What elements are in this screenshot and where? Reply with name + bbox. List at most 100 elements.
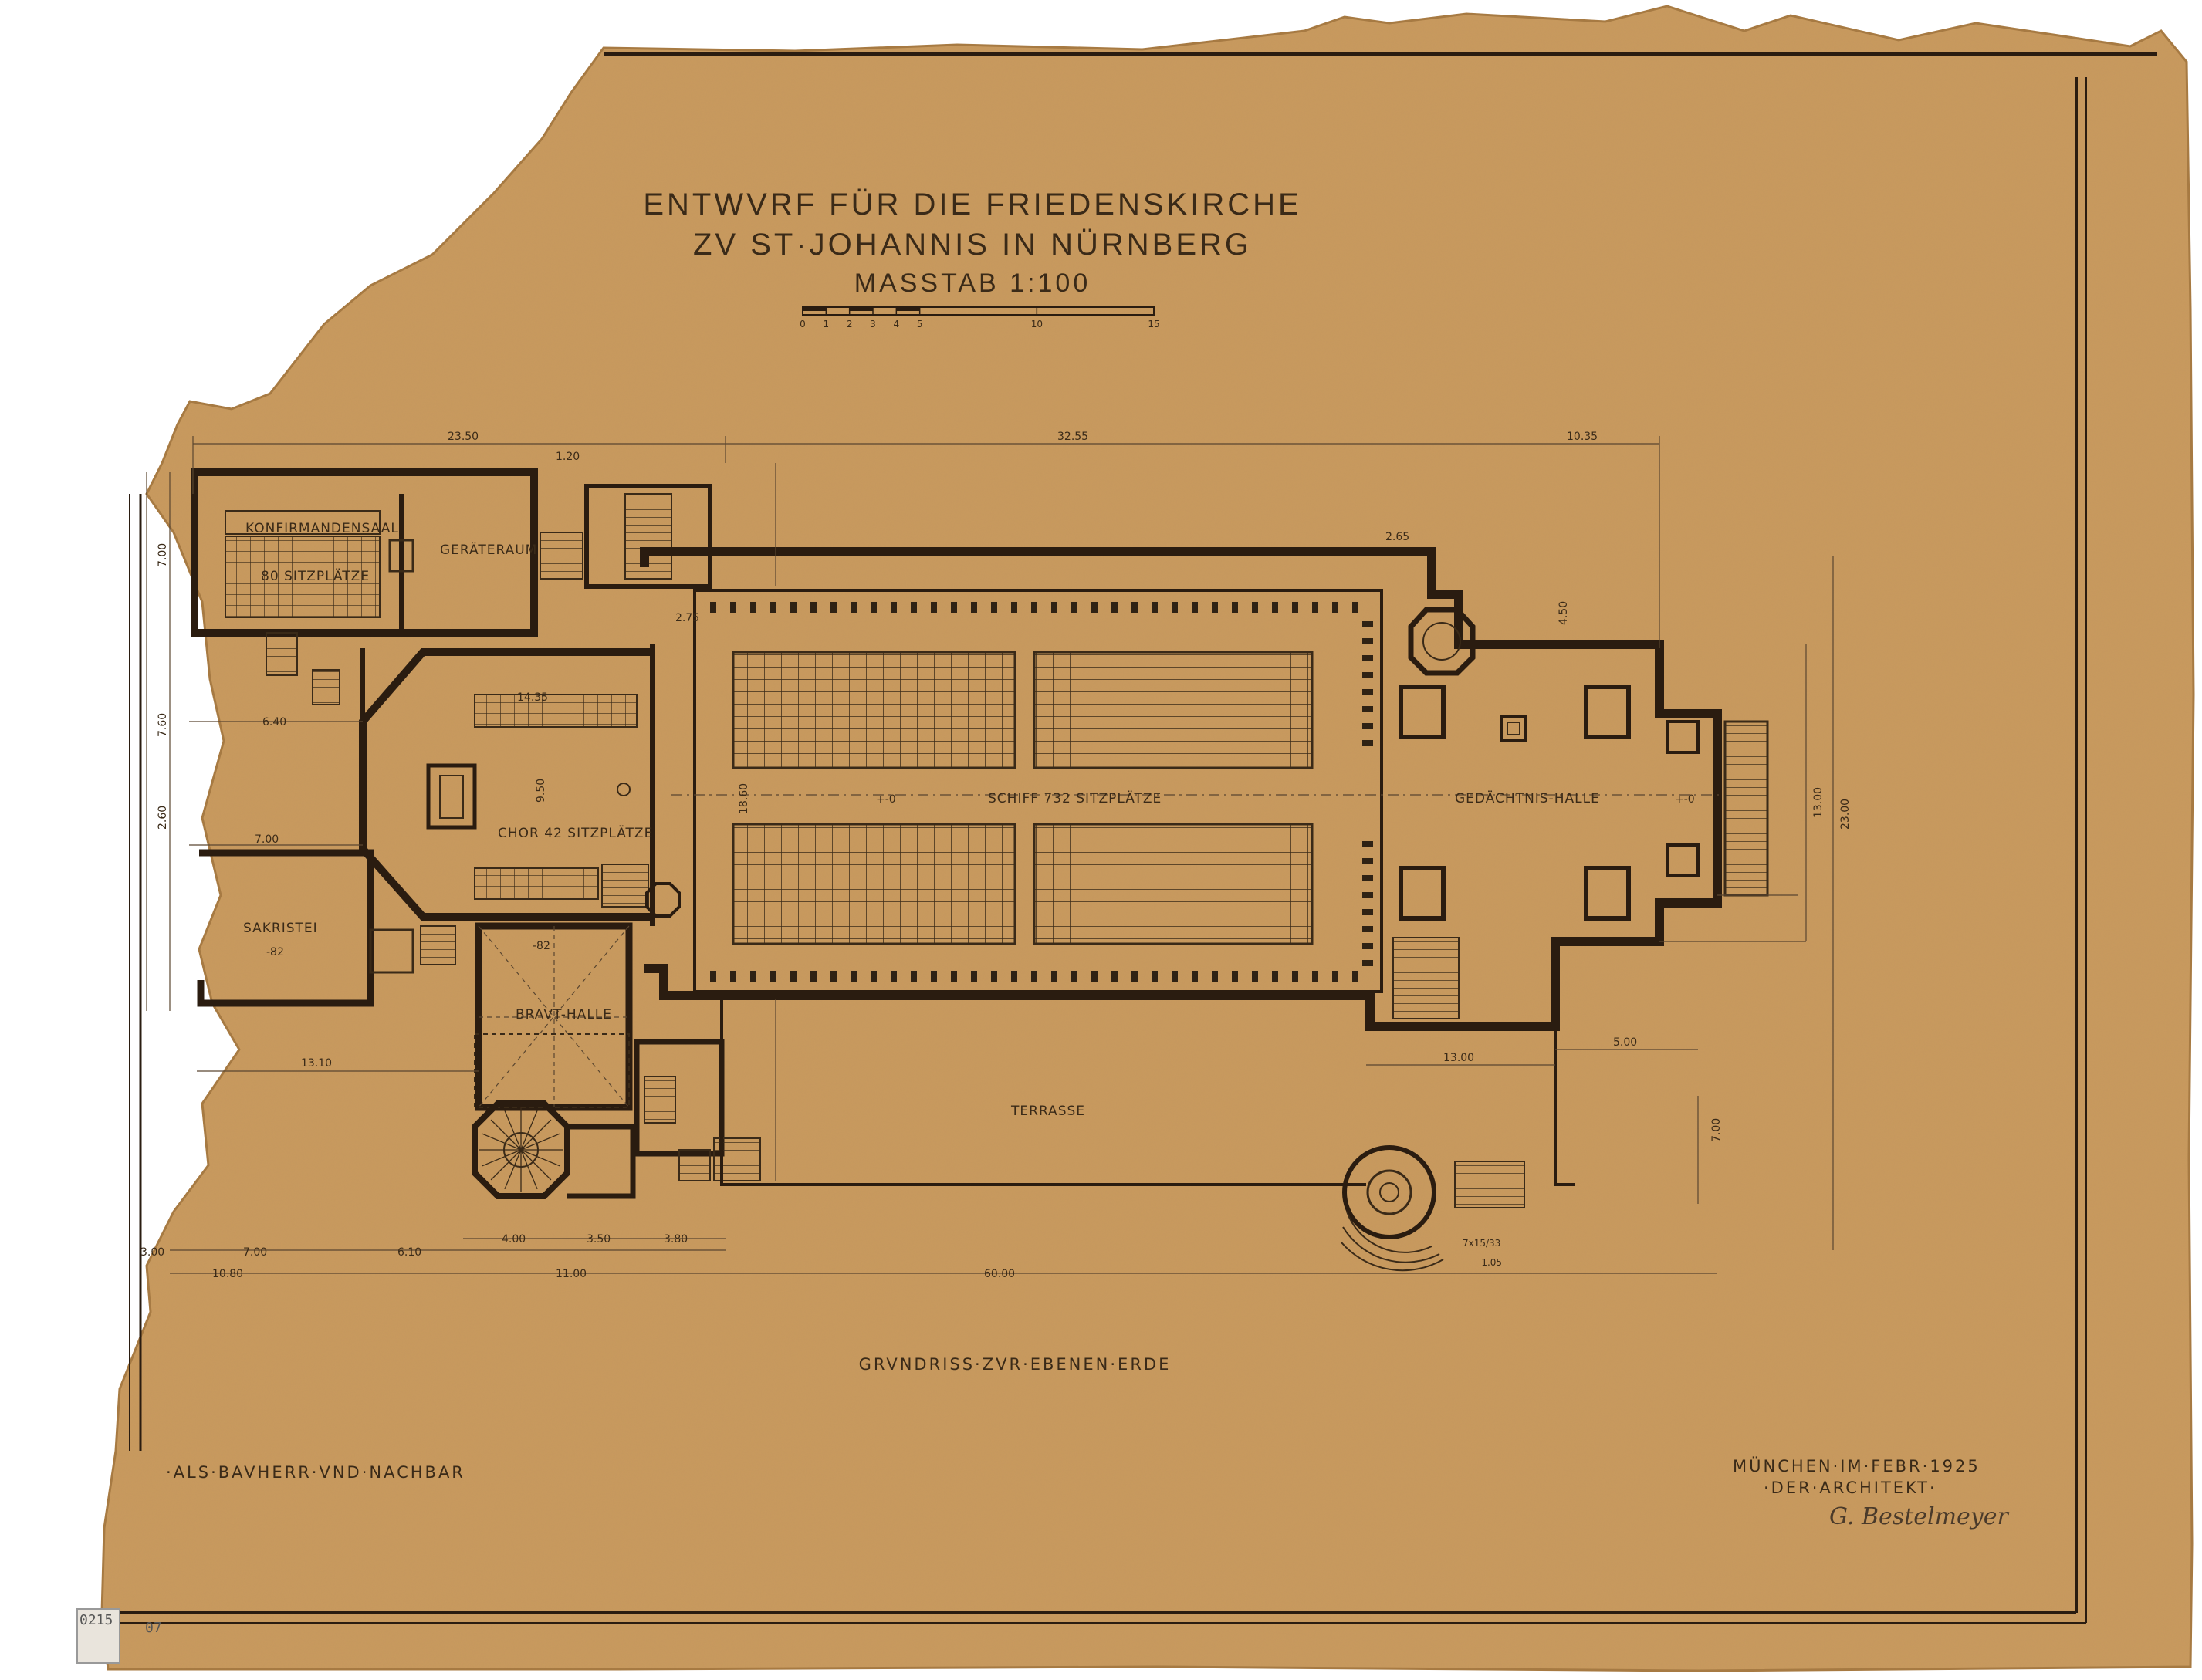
buttress [1172,971,1178,982]
buttress [951,602,957,613]
dim-1310: 13.10 [301,1057,332,1070]
dim-1100: 11.00 [556,1268,587,1280]
label-sakristei: SAKRISTEI [243,921,318,936]
buttress [1071,971,1077,982]
nave-pews-nw [732,651,1016,769]
buttress [1051,602,1057,613]
buttress [1192,971,1198,982]
buttress [1212,971,1218,982]
dimension-lines [146,436,1834,1274]
buttress [730,602,736,613]
title-line-1: ENTWVRF FÜR DIE FRIEDENSKIRCHE [643,188,1301,221]
buttress [710,971,716,982]
dim-380: 3.80 [664,1233,688,1246]
scale-label: MASSTAB 1:100 [854,269,1091,298]
dim-2300: 23.00 [1839,799,1852,830]
buttress [1111,602,1118,613]
buttress [790,602,797,613]
level-nave: +-0 [876,793,896,806]
buttress [1011,602,1017,613]
archive-stamp: 0215 07 [76,1608,162,1664]
dim-700-sakristei: 7.00 [255,833,279,846]
buttress [1362,943,1373,949]
gedaechtnishalle-piers-se [1584,866,1631,921]
scale-tick-label: 15 [1148,319,1159,330]
altar [426,763,477,830]
konfirmandensaal-front [225,510,381,535]
vault-rib [520,1149,538,1190]
buttress [991,971,997,982]
gedaechtnishalle-piers-ne [1584,685,1631,739]
buttress [1362,858,1373,864]
stair-sakristei [420,925,456,965]
buttress [1362,926,1373,932]
vault-rib [504,1110,522,1151]
buttress [790,971,797,982]
scale-tick-label: 1 [824,319,830,330]
sakristei-walls [197,849,374,1007]
buttress [1232,971,1238,982]
label-brauthalle: BRAVT-HALLE [516,1007,612,1023]
vault-rib [490,1119,522,1151]
dim-top-left: 23.50 [448,431,479,443]
buttress [1091,971,1098,982]
vault-rib [490,1149,522,1181]
vault-ring [503,1132,539,1168]
vault-rib [520,1133,561,1151]
buttress [1051,971,1057,982]
label-terrasse: TERRASSE [1010,1104,1085,1119]
sheet-border [116,52,2157,1624]
floor-plan: KONFIRMANDENSAAL 80 SITZPLÄTZE GERÄTERAU… [140,431,1852,1280]
terrasse-steps [1454,1161,1525,1208]
dim-760: 7.60 [157,713,169,737]
buttress [1362,689,1373,695]
scale-tick-label: 10 [1031,319,1043,330]
vault-rib [520,1119,552,1151]
level-sakristei: -82 [266,946,284,958]
dim-700-right: 7.00 [1710,1118,1723,1142]
baptistery-annex [567,1124,636,1199]
buttress [1362,706,1373,712]
buttress [951,971,957,982]
gedaechtnishalle-piers-nw [1399,685,1446,739]
label-schiff: SCHIFF 732 SITZPLÄTZE [988,790,1162,806]
buttress [1272,602,1278,613]
buttress [1312,602,1318,613]
buttress [810,602,817,613]
buttress [1131,602,1138,613]
architect-signature: G. Bestelmeyer [1829,1503,2009,1530]
scale-tick-label: 3 [870,319,876,330]
brauthalle-vault-2 [478,925,630,1108]
stair-northwest-2 [312,669,340,705]
buttress [891,971,897,982]
buttress [730,971,736,982]
dim-275: 2.75 [675,612,699,624]
dim-300: 3.00 [140,1246,164,1259]
nave-pews-sw [732,823,1016,945]
buttress [871,602,877,613]
memorial-plinth [1500,715,1527,742]
label-konfirmandensaal: KONFIRMANDENSAAL [245,521,399,536]
dim-260: 2.60 [157,806,169,830]
scale-tick-label: 0 [800,319,806,330]
buttress [1031,971,1037,982]
stair-northwest [266,632,298,676]
chor-walls [359,648,652,921]
buttress [1131,971,1138,982]
brauthalle-vault-1 [478,925,630,1108]
vault-rib [520,1110,538,1151]
scale-tick-label: 5 [917,319,923,330]
chor-pews-top [474,694,638,728]
buttress [770,602,776,613]
buttress [1362,621,1373,627]
dim-6000: 60.00 [984,1268,1015,1280]
buttress [1292,602,1298,613]
buttress [750,971,756,982]
buttress [770,971,776,982]
archive-number: 0215 [79,1612,113,1628]
buttress [871,971,877,982]
dim-1300: 13.00 [1443,1052,1474,1064]
buttress [1362,655,1373,661]
plan-caption: GRVNDRISS·ZVR·EBENEN·ERDE [859,1355,1172,1374]
